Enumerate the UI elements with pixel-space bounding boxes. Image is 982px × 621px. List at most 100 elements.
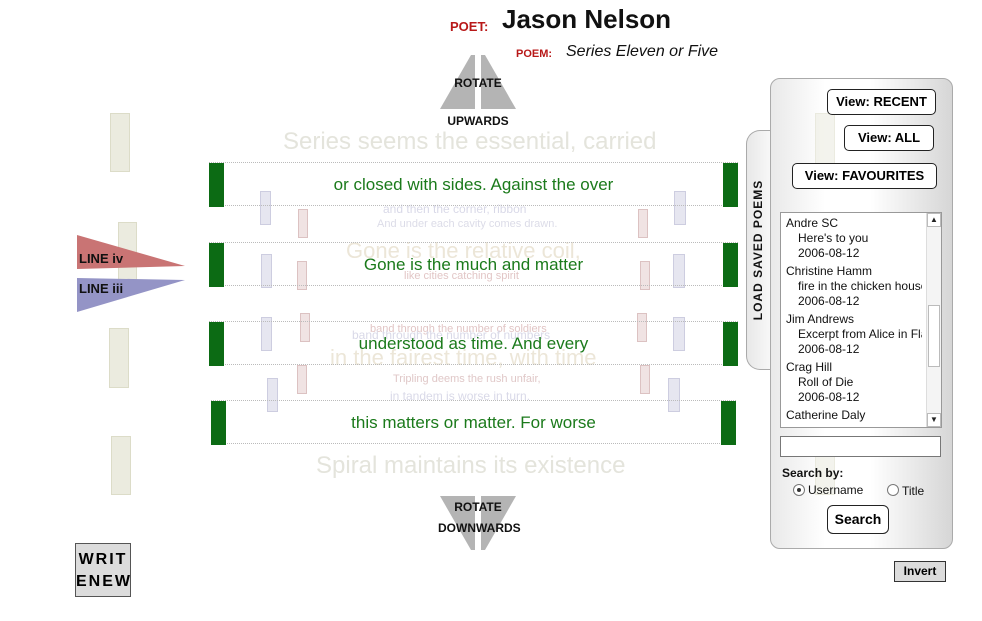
title-radio[interactable] (887, 484, 899, 496)
line-drag-handle-left[interactable] (209, 322, 224, 366)
poem-username: Jim Andrews (786, 312, 855, 326)
ghost-line-small-6: Tripling deems the rush unfair, (393, 373, 541, 385)
line-iii-label: LINE iii (79, 281, 124, 296)
deco-block (109, 328, 129, 388)
line-drag-handle-left[interactable] (209, 243, 224, 287)
poet-name: Jason Nelson (502, 4, 672, 34)
saved-poems-list[interactable]: Andre SC Here's to you 2006-08-12 Christ… (780, 212, 942, 428)
ghost-line-bottom: Spiral maintains its existence (316, 452, 626, 479)
ghost-line-small-5: band through the number of numbers (352, 328, 551, 342)
line-drag-handle-left[interactable] (211, 401, 226, 445)
load-saved-poems-label: LOAD SAVED POEMS (751, 179, 765, 321)
up-arrow-icon (440, 55, 516, 109)
poem-date: 2006-08-12 (798, 246, 860, 260)
red-wedge-icon (77, 235, 185, 269)
poem-line-3: understood as time. And every (209, 321, 738, 366)
search-input[interactable] (780, 436, 941, 457)
down-arrow-icon (440, 496, 516, 550)
write-anew-label-2: ENEW (76, 573, 132, 590)
poem-line-text: this matters or matter. For worse (351, 413, 596, 432)
rotate-upwards-label-1: ROTATE (454, 76, 502, 90)
poem-title: Roll of Die (798, 375, 854, 389)
rotate-upwards-label-2: UPWARDS (447, 114, 509, 128)
deco-block (110, 113, 130, 172)
poem-title: fire in the chicken house (798, 279, 922, 293)
poet-label: POET: (450, 19, 489, 34)
deco-block (674, 191, 686, 225)
deco-block (297, 261, 307, 290)
poem-line-text: Gone is the much and matter (363, 255, 584, 274)
deco-block (111, 436, 131, 495)
ghost-line-top: Series seems the essential, carried (283, 128, 657, 155)
deco-block (298, 209, 308, 238)
deco-block (261, 317, 272, 351)
poem-date: 2006-08-12 (798, 294, 860, 308)
deco-block (673, 317, 685, 351)
line-iv-label: LINE iv (79, 251, 124, 266)
poem-line-text: or closed with sides. Against the over (333, 175, 614, 194)
view-all-button[interactable]: View: ALL (844, 125, 934, 151)
list-item[interactable]: Christine Hamm fire in the chicken house… (781, 261, 941, 309)
rotate-downwards-label-1: ROTATE (454, 500, 502, 514)
poem-title: Excerpt from Alice in Flatland (798, 327, 922, 341)
poem-line-text: understood as time. And every (358, 334, 589, 353)
title-option-label: Title (902, 484, 925, 498)
ghost-line-lower: in the fairest time, with time (330, 345, 597, 370)
ghost-line-small-4: band through the number of soldiers (370, 323, 547, 335)
write-anew-label-1: WRIT (78, 551, 128, 568)
ghost-line-small-7: in tandem is worse in turn. (390, 389, 531, 403)
line-drag-handle-right[interactable] (721, 401, 736, 445)
poem-title: Here's to you (798, 231, 869, 245)
poem-line-1: or closed with sides. Against the over (209, 162, 738, 207)
list-item[interactable]: Catherine Daly (781, 405, 941, 423)
line-drag-handle-right[interactable] (723, 163, 738, 207)
list-scrollbar[interactable]: ▲ ▼ (926, 213, 941, 427)
list-item[interactable]: Jim Andrews Excerpt from Alice in Flatla… (781, 309, 941, 357)
poem-date: 2006-08-12 (798, 390, 860, 404)
deco-block (673, 254, 685, 288)
line-drag-handle-right[interactable] (723, 243, 738, 287)
deco-block (261, 254, 272, 288)
line-iii-marker[interactable]: LINE iii (77, 277, 187, 313)
deco-block (640, 365, 650, 394)
deco-block (300, 313, 310, 342)
line-iv-marker[interactable]: LINE iv (77, 235, 187, 271)
invert-button[interactable]: Invert (894, 561, 946, 582)
poem-username: Catherine Daly (786, 408, 866, 422)
line-drag-handle-right[interactable] (723, 322, 738, 366)
view-favourites-button[interactable]: View: FAVOURITES (792, 163, 937, 189)
deco-block (267, 378, 278, 412)
poem-username: Christine Hamm (786, 264, 873, 278)
view-recent-button[interactable]: View: RECENT (827, 89, 936, 115)
list-item[interactable]: Andre SC Here's to you 2006-08-12 (781, 213, 941, 261)
poem-date: 2006-08-12 (798, 342, 860, 356)
ghost-line-small-3: like cities catching spirit (404, 270, 519, 282)
write-anew-button[interactable]: WRIT ENEW (75, 543, 131, 597)
deco-block (260, 191, 271, 225)
poem-username: Andre SC (786, 216, 839, 230)
rotate-downwards-button[interactable]: ROTATE DOWNWARDS (438, 494, 521, 552)
poem-username: Crag Hill (786, 360, 833, 374)
scroll-thumb[interactable] (928, 305, 940, 367)
deco-block (297, 365, 307, 394)
deco-block (640, 261, 650, 290)
poem-label: POEM: (516, 48, 553, 60)
username-radio[interactable] (793, 484, 805, 496)
search-button[interactable]: Search (827, 505, 889, 534)
scroll-down-icon[interactable]: ▼ (927, 413, 941, 427)
rotate-downwards-label-2: DOWNWARDS (438, 521, 521, 535)
list-item[interactable]: Crag Hill Roll of Die 2006-08-12 (781, 357, 941, 405)
deco-block (638, 209, 648, 238)
poem-line-4: this matters or matter. For worse (211, 400, 736, 445)
scroll-up-icon[interactable]: ▲ (927, 213, 941, 227)
poem-line-2: Gone is the much and matter (209, 242, 738, 287)
username-option-label: Username (808, 483, 864, 497)
blue-wedge-icon (77, 278, 185, 312)
deco-block (668, 378, 680, 412)
load-saved-poems-tab[interactable] (746, 130, 774, 370)
rotate-upwards-button[interactable]: ROTATE UPWARDS (438, 53, 518, 128)
line-drag-handle-left[interactable] (209, 163, 224, 207)
ghost-line-small-2: And under each cavity comes drawn. (377, 218, 558, 230)
poem-name: Series Eleven or Five (566, 43, 719, 60)
deco-block (637, 313, 647, 342)
